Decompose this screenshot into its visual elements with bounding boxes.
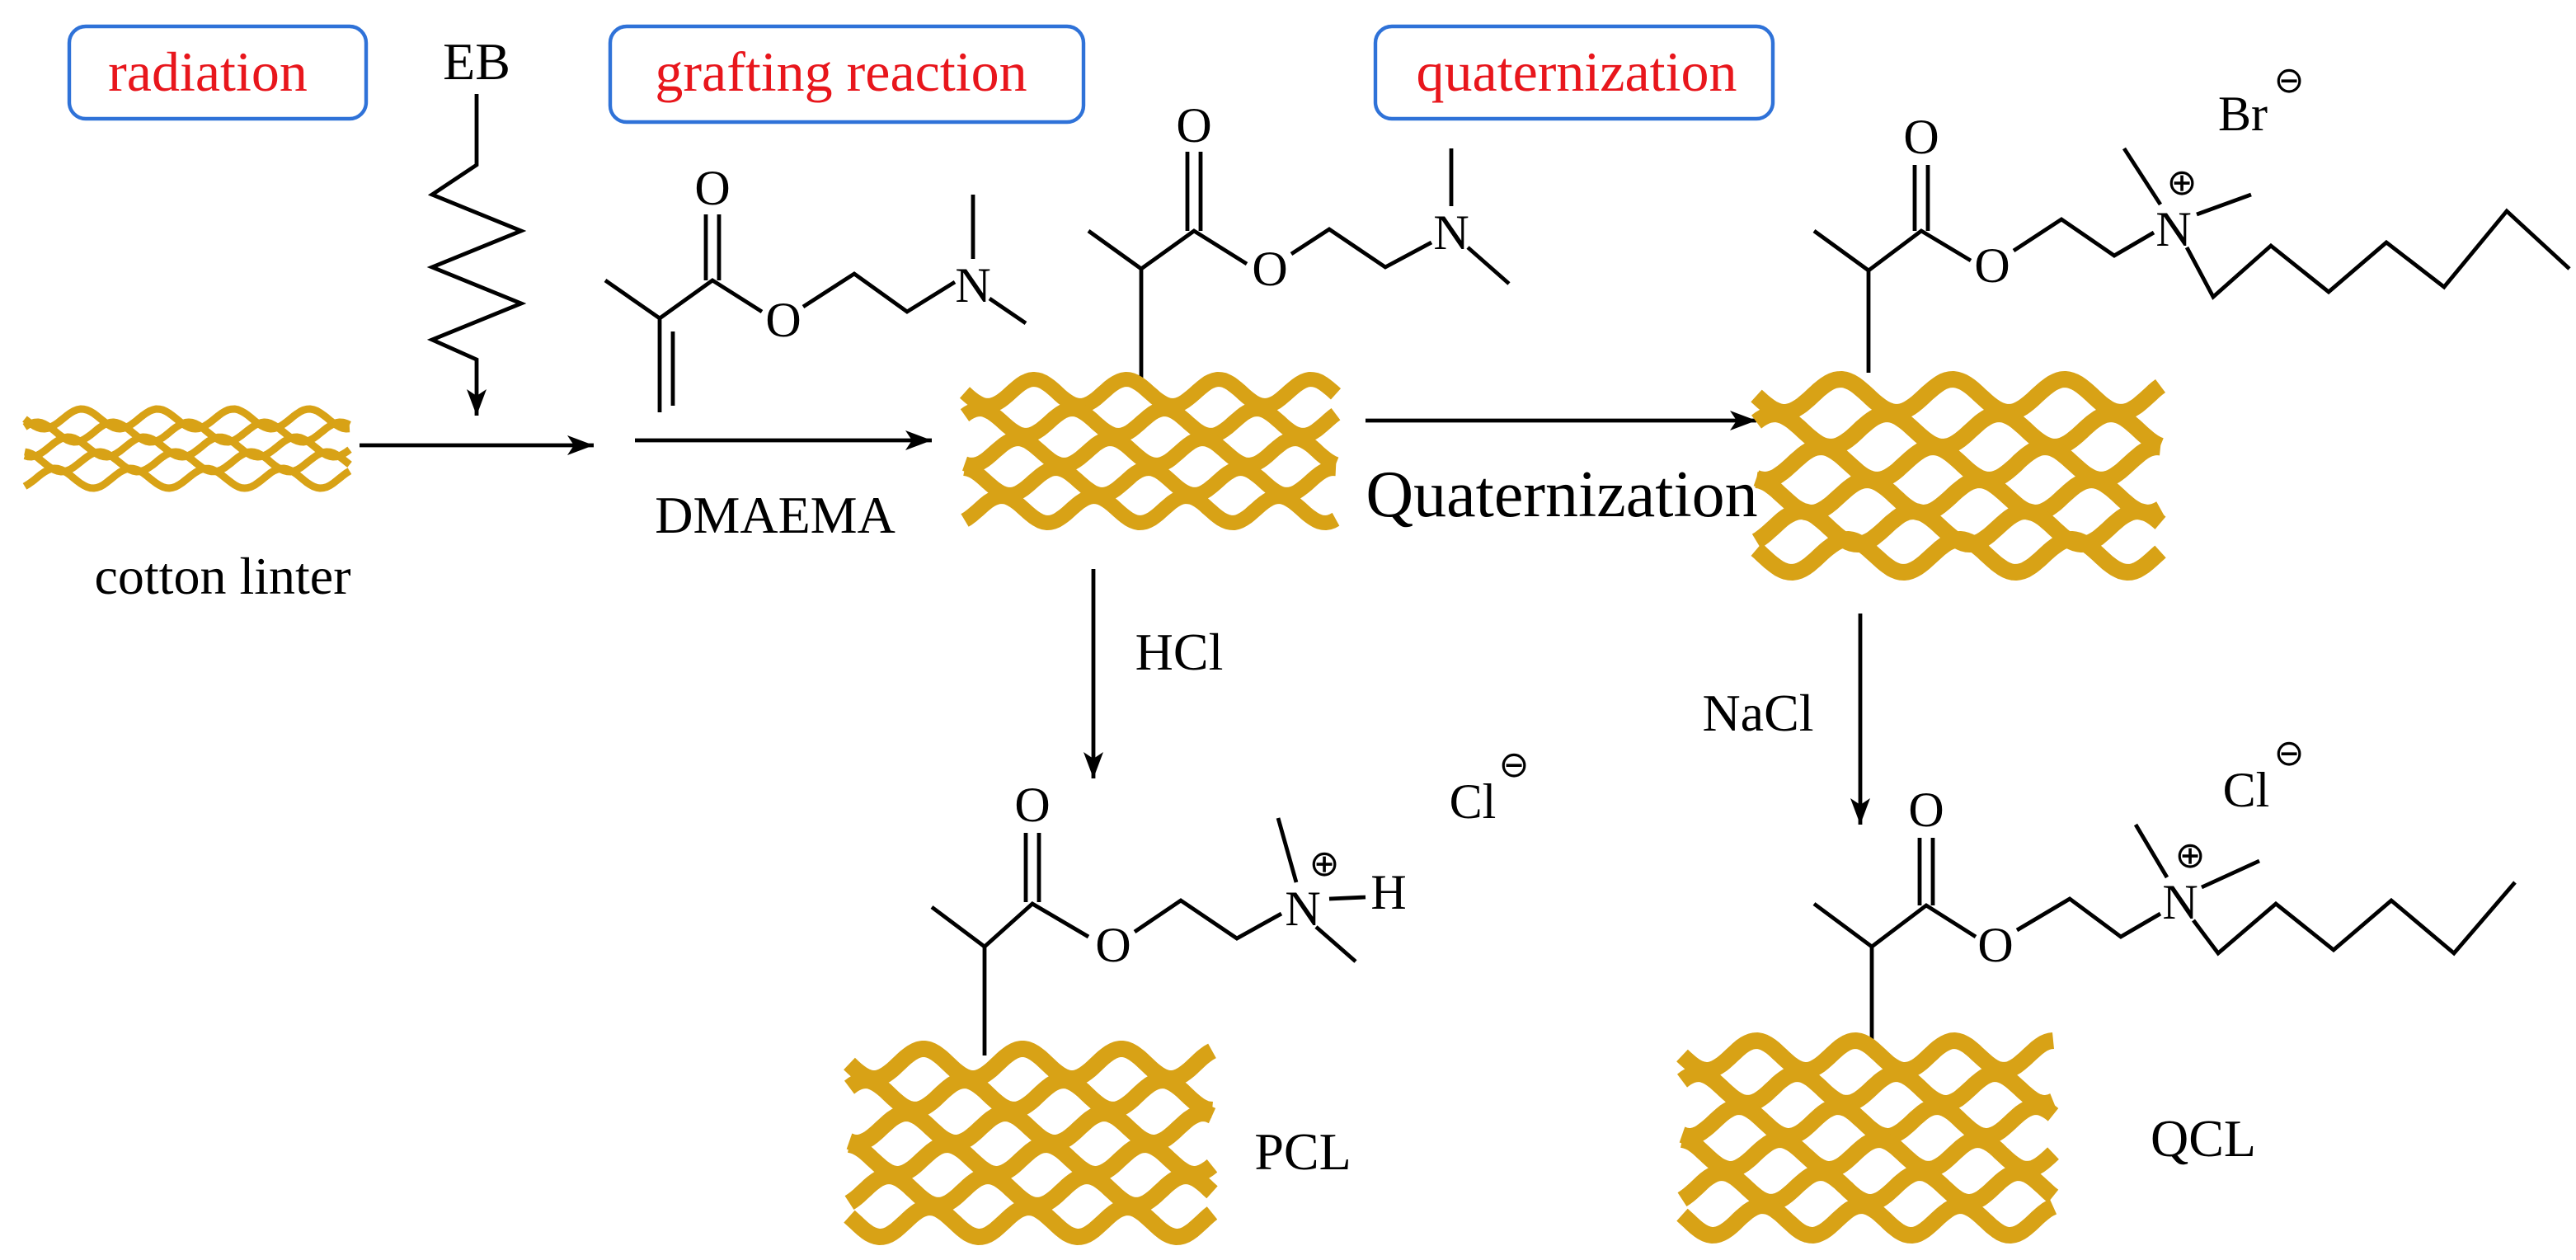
dmaema-double-bonds bbox=[670, 214, 722, 406]
chloride-label: Cl bbox=[2223, 763, 2270, 817]
positive-charge-symbol: ⊕ bbox=[2175, 835, 2206, 877]
bromide-label: Br bbox=[2218, 87, 2268, 141]
amine-nitrogen-label: N bbox=[955, 258, 990, 313]
step-box-border bbox=[1373, 24, 1775, 121]
quaternized-single-bonds bbox=[1812, 147, 2571, 373]
amine-nitrogen-label: N bbox=[1433, 205, 1469, 260]
dmaema-structure: O O N bbox=[604, 161, 1027, 412]
fiber-strand bbox=[844, 1136, 1218, 1182]
step-box-grafting: grafting reaction bbox=[608, 24, 1086, 125]
step-label-quaternization: quaternization bbox=[1417, 40, 1737, 103]
step-label-grafting: grafting reaction bbox=[655, 40, 1027, 103]
monomer-label: DMAEMA bbox=[655, 486, 895, 544]
negative-charge-symbol: ⊖ bbox=[2274, 732, 2305, 774]
step-box-radiation: radiation bbox=[67, 24, 369, 121]
chloride-label: Cl bbox=[1450, 774, 1497, 829]
pcl-label: PCL bbox=[1254, 1122, 1351, 1181]
dmaema-single-bonds bbox=[604, 195, 1027, 412]
grafted-structure: O O N bbox=[1087, 98, 1511, 383]
quaternized-bromide-structure: O O N ⊕ Br ⊖ bbox=[1812, 59, 2571, 373]
fiber-strand bbox=[22, 464, 352, 492]
fiber-strand bbox=[1751, 472, 2165, 521]
ammonium-nitrogen-label: N bbox=[2162, 875, 2198, 929]
ammonium-nitrogen-label: N bbox=[2155, 202, 2191, 256]
fiber-strand bbox=[844, 1041, 1217, 1087]
fiber-strand bbox=[1677, 1098, 2059, 1145]
fiber-strand bbox=[22, 405, 350, 433]
fiber-strand bbox=[959, 372, 1342, 413]
carbonyl-oxygen-label: O bbox=[694, 161, 730, 215]
cotton-linter-fibers bbox=[22, 405, 352, 492]
grafted-double-bond bbox=[1185, 152, 1203, 231]
fiber-strand bbox=[1677, 1164, 2059, 1211]
ammonium-nitrogen-label: N bbox=[1285, 882, 1320, 936]
quaternized-cotton-fibers bbox=[1751, 371, 2166, 581]
pcl-structure: O O N ⊕ H Cl ⊖ bbox=[930, 744, 1530, 1055]
carbonyl-oxygen-label: O bbox=[1903, 110, 1939, 164]
pcl-double-bond bbox=[1023, 833, 1041, 902]
step-box-quaternization: quaternization bbox=[1373, 24, 1775, 121]
fiber-strand bbox=[1751, 371, 2165, 421]
qcl-structure: O O N ⊕ Cl ⊖ bbox=[1812, 732, 2517, 1042]
grafted-single-bonds bbox=[1087, 148, 1511, 383]
quaternization-reagent-label: Quaternization bbox=[1366, 458, 1757, 531]
ester-oxygen-label: O bbox=[1252, 242, 1287, 296]
radiation-zigzag-arrow bbox=[426, 94, 527, 416]
ester-oxygen-label: O bbox=[1095, 918, 1131, 972]
qcl-single-bonds bbox=[1812, 823, 2517, 1042]
positive-charge-symbol: ⊕ bbox=[2167, 162, 2198, 204]
cotton-linter-label: cotton linter bbox=[94, 547, 350, 605]
step-box-border bbox=[608, 24, 1086, 125]
qcl-label: QCL bbox=[2151, 1109, 2256, 1168]
pcl-cotton-fibers bbox=[844, 1041, 1218, 1245]
fiber-strand bbox=[24, 448, 352, 476]
fiber-strand bbox=[844, 1199, 1218, 1245]
negative-charge-symbol: ⊖ bbox=[2274, 59, 2305, 101]
ester-oxygen-label: O bbox=[765, 293, 801, 347]
qcl-double-bond bbox=[1917, 838, 1935, 905]
fiber-strand bbox=[1751, 531, 2166, 581]
ester-oxygen-label: O bbox=[1977, 918, 2013, 972]
radiation-source-label: EB bbox=[443, 32, 510, 91]
hcl-label: HCl bbox=[1135, 623, 1224, 681]
positive-charge-symbol: ⊕ bbox=[1309, 843, 1340, 885]
carbonyl-oxygen-label: O bbox=[1908, 783, 1944, 837]
carbonyl-oxygen-label: O bbox=[1014, 778, 1050, 832]
fiber-strand bbox=[961, 489, 1340, 530]
quaternized-double-bond bbox=[1912, 165, 1930, 231]
qcl-cotton-fibers bbox=[1676, 1032, 2059, 1244]
fiber-strand bbox=[1676, 1197, 2058, 1244]
negative-charge-symbol: ⊖ bbox=[1499, 744, 1530, 786]
ester-oxygen-label: O bbox=[1974, 238, 2010, 293]
grafted-cotton-fibers bbox=[959, 372, 1342, 530]
fiber-strand bbox=[844, 1105, 1217, 1151]
nacl-label: NaCl bbox=[1702, 684, 1813, 742]
pcl-single-bonds bbox=[930, 817, 1366, 1055]
hydrogen-label: H bbox=[1370, 865, 1406, 919]
step-label-radiation: radiation bbox=[108, 40, 308, 103]
step-box-border bbox=[67, 24, 369, 121]
fiber-strand bbox=[1677, 1131, 2059, 1178]
carbonyl-oxygen-label: O bbox=[1176, 98, 1211, 153]
